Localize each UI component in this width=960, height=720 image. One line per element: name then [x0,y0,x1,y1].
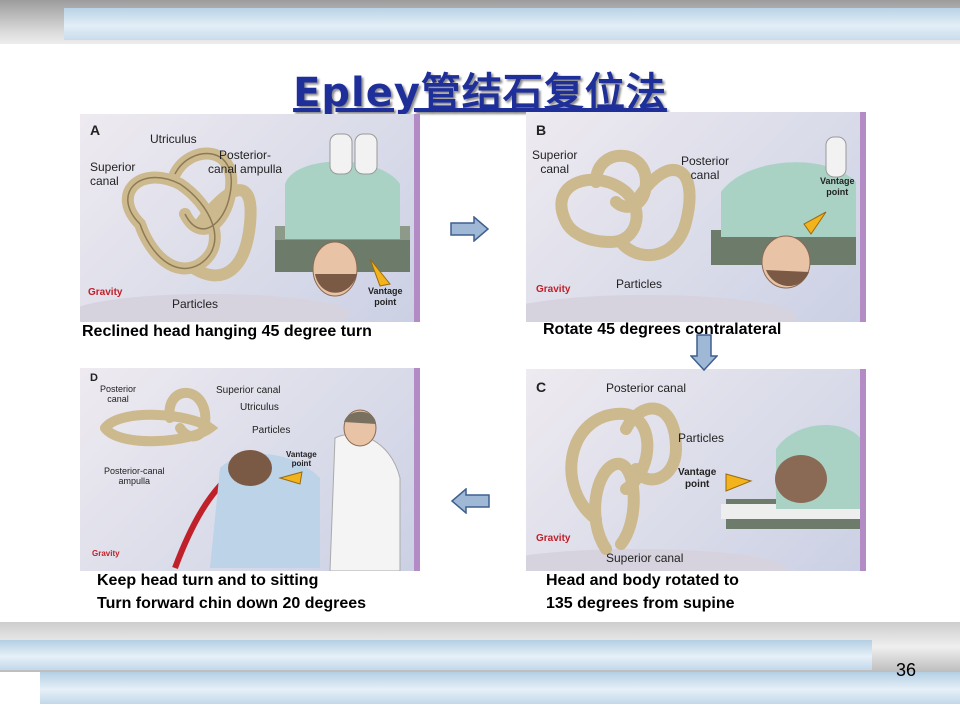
gravity-label: Gravity [536,533,571,544]
label-particles: Particles [616,277,663,291]
gravity-label: Gravity [92,549,120,558]
panel-letter: B [536,122,547,138]
canal-illustration-a [80,133,410,322]
label-vantage-point: Vantage point [368,286,403,307]
top-band-blue [64,8,960,40]
arrow-left-icon [450,488,490,514]
bottom-band-blue-1 [0,640,872,670]
page-number: 36 [896,660,917,680]
panel-letter: A [90,122,101,138]
canal-illustration-d [100,388,401,571]
panel-letter: D [90,372,98,384]
bottom-band-blue-2 [40,672,960,704]
label-posterior-ampulla: Posterior- canal ampulla [208,148,283,176]
label-particles: Particles [678,431,725,445]
slide-title: Epley管结石复位法 [293,70,667,116]
canal-illustration-b [526,136,856,322]
panel-d: D Posterior canal Superior canal Utricul… [80,368,420,571]
label-superior-canal: Superior canal [606,551,684,565]
label-superior-canal: Superior canal [216,385,281,396]
label-posterior-canal: Posterior canal [606,381,687,395]
label-utriculus: Utriculus [240,402,279,413]
caption-c: Head and body rotated to 135 degrees fro… [546,569,739,615]
caption-d-line-1: Keep head turn and to sitting [97,572,319,589]
caption-c-line-1: Head and body rotated to [546,572,739,589]
label-particles: Particles [172,297,219,311]
label-posterior-ampulla: Posterior-canal ampulla [104,466,165,486]
label-superior-canal: Superior canal [90,160,136,188]
gravity-label: Gravity [88,287,123,298]
caption-d-line-2: Turn forward chin down 20 degrees [97,595,367,612]
label-posterior-canal: Posterior canal [100,384,137,404]
gravity-label: Gravity [536,284,571,295]
label-particles: Particles [252,425,291,436]
label-superior-canal: Superior canal [532,148,578,176]
caption-a: Reclined head hanging 45 degree turn [82,323,372,340]
caption-d: Keep head turn and to sitting Turn forwa… [97,569,366,615]
caption-b: Rotate 45 degrees contralateral [543,321,782,338]
arrow-right-icon [450,216,490,242]
label-posterior-canal: Posterior canal [681,154,730,182]
canal-illustration-c [526,402,860,571]
label-vantage-point: Vantage point [286,450,317,468]
panel-b: B Superior canal Posterior canal Particl… [526,112,866,322]
arrow-down-icon [690,334,718,372]
label-vantage-point: Vantage point [820,176,855,197]
panel-a: A Utriculus Superior canal Posterior- ca… [80,114,420,322]
panel-c: C Posterior canal Particles Vantage poin… [526,369,866,571]
panel-letter: C [536,379,547,395]
caption-c-line-2: 135 degrees from supine [546,595,735,612]
label-utriculus: Utriculus [150,132,197,146]
label-vantage-point: Vantage point [678,467,717,490]
